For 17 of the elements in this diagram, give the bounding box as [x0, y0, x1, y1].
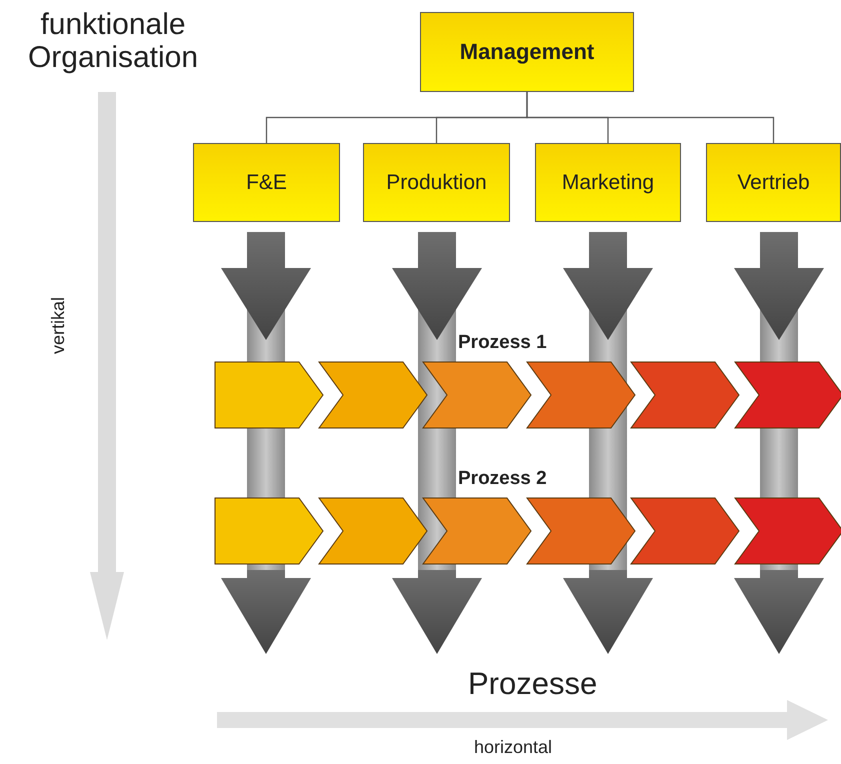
- process-label: Prozess 1: [458, 332, 547, 354]
- box-label: Management: [460, 39, 594, 65]
- box-label: F&E: [246, 170, 287, 194]
- connector-line: [526, 92, 774, 143]
- org-box: [363, 143, 510, 222]
- org-box: [193, 143, 340, 222]
- box-label: Vertrieb: [737, 170, 810, 194]
- axis-title: funktionale Organisation: [26, 8, 200, 74]
- axis-label: vertikal: [48, 297, 69, 354]
- process-label: Prozess 2: [458, 468, 547, 490]
- box-label: Produktion: [386, 170, 487, 194]
- box-label: Marketing: [562, 170, 654, 194]
- axis-title: Prozesse: [468, 666, 598, 702]
- org-box: [420, 12, 634, 92]
- org-box: [706, 143, 841, 222]
- org-box: [535, 143, 681, 222]
- axis-label: horizontal: [474, 737, 552, 758]
